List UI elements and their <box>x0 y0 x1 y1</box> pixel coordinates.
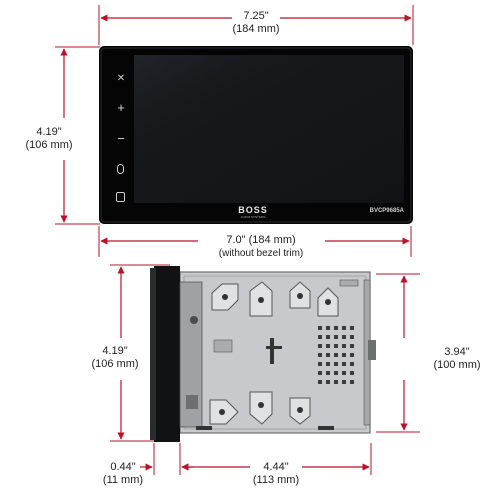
vent-hole <box>334 326 338 330</box>
vent-hole <box>350 371 354 375</box>
vent-hole <box>334 380 338 384</box>
vent-hole <box>318 362 322 366</box>
vent-hole <box>318 380 322 384</box>
vent-hole <box>350 380 354 384</box>
vent-hole <box>342 362 346 366</box>
bezel-depth-label: 0.44" (11 mm) <box>102 461 144 486</box>
chassis-height-label: 3.94" (100 mm) <box>433 346 481 371</box>
vent-hole <box>350 344 354 348</box>
front-height-label: 4.19" (106 mm) <box>25 126 73 151</box>
vent-hole <box>326 326 330 330</box>
chassis-depth-label: 4.44" (113 mm) <box>252 461 300 486</box>
vent-hole <box>342 326 346 330</box>
brand-subtitle: AUDIO SYSTEMS <box>240 215 266 219</box>
home-icon[interactable] <box>116 192 125 202</box>
bezel-side <box>154 266 180 442</box>
front-height-dimension <box>55 46 100 225</box>
vent-hole <box>350 353 354 357</box>
vent-hole <box>318 371 322 375</box>
microphone-icon[interactable] <box>117 164 124 174</box>
vent-hole <box>334 353 338 357</box>
vent-hole <box>350 326 354 330</box>
volume-up-icon[interactable]: + <box>117 100 125 115</box>
vent-hole <box>350 335 354 339</box>
vent-hole <box>342 353 346 357</box>
brand-logo: BOSS <box>238 205 268 215</box>
top-width-label: 7.25" (184 mm) <box>232 10 280 35</box>
depth-extension-lines <box>153 443 372 475</box>
mute-icon[interactable]: ✕ <box>116 73 126 84</box>
top-width-dimension <box>98 5 414 45</box>
side-height-label: 4.19" (106 mm) <box>91 345 139 370</box>
vent-hole <box>334 335 338 339</box>
vent-hole <box>334 344 338 348</box>
vent-hole <box>350 362 354 366</box>
chassis-body <box>179 271 371 434</box>
vent-hole <box>318 335 322 339</box>
vent-hole <box>318 353 322 357</box>
vent-hole <box>326 380 330 384</box>
screen-width-dimension <box>98 226 412 257</box>
vent-holes <box>318 326 354 384</box>
vent-hole <box>326 362 330 366</box>
vent-hole <box>342 335 346 339</box>
chassis-height-dimension <box>376 273 420 433</box>
volume-down-icon[interactable]: − <box>117 131 125 146</box>
vent-hole <box>326 335 330 339</box>
vent-hole <box>334 362 338 366</box>
vent-hole <box>342 371 346 375</box>
vent-hole <box>326 371 330 375</box>
model-number: BVCP9685A <box>369 208 404 214</box>
screen-width-label: 7.0" (184 mm) (without bezel trim) <box>218 234 304 259</box>
vent-hole <box>342 344 346 348</box>
vent-hole <box>334 371 338 375</box>
vent-hole <box>318 326 322 330</box>
vent-hole <box>318 344 322 348</box>
vent-hole <box>326 344 330 348</box>
vent-hole <box>342 380 346 384</box>
vent-hole <box>326 353 330 357</box>
